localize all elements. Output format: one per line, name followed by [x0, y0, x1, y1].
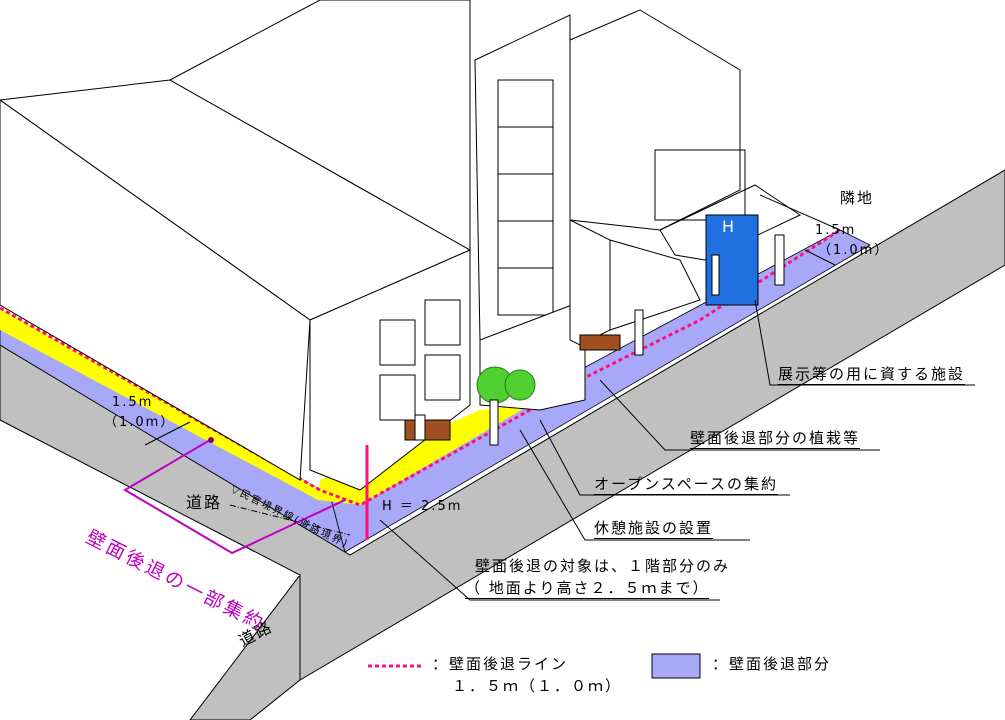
bench	[404, 419, 451, 441]
building-right	[569, 9, 802, 346]
building-tower	[474, 14, 586, 411]
plants	[504, 369, 536, 401]
legend-area-swatch	[651, 653, 701, 679]
leader-lines	[379, 194, 975, 601]
road-cross-white	[100, 490, 300, 650]
setback-line	[0, 228, 841, 507]
planter	[579, 334, 621, 351]
neighbor-label: 隣地	[840, 189, 875, 207]
target-label-1: 壁面後退の対象は、１階部分のみ	[475, 557, 731, 575]
boundary-line	[229, 504, 351, 536]
planting-label: 壁面後退部分の植栽等	[690, 429, 861, 450]
height-label: H ＝ 2.5m	[382, 499, 463, 514]
open-space-yellow-left	[0, 308, 330, 500]
dim-left-1: 1.5m	[112, 395, 154, 410]
legend-line-label-2: １．５ｍ（１．０ｍ）	[452, 677, 623, 695]
rest-label: 休憩施設の設置	[594, 519, 714, 540]
open-space-label: オープンスペースの集約	[594, 475, 779, 496]
dimension-arrow-right	[804, 249, 836, 266]
sign-h: H	[722, 217, 734, 236]
dim-left-2: （1.0m）	[104, 415, 176, 430]
legend-area-label: ：壁面後退部分	[712, 655, 832, 673]
road-left	[0, 169, 1005, 681]
consolidation-dot	[208, 437, 214, 443]
road-main	[189, 573, 301, 720]
people	[414, 234, 785, 446]
building-left	[0, 0, 472, 491]
road-label-left: 道路	[186, 493, 223, 512]
dim-right-1: 1.5m	[815, 223, 857, 238]
exhibit-label: 展示等の用に資する施設	[778, 365, 966, 386]
legend-line-label-1: ：壁面後退ライン	[432, 655, 569, 673]
consolidation-box	[123, 439, 346, 555]
target-label-2: （ 地面より高さ２．５ｍまで）	[465, 579, 710, 600]
dimension-arrow-left	[144, 421, 191, 446]
dim-right-2: （1.0m）	[818, 243, 890, 258]
